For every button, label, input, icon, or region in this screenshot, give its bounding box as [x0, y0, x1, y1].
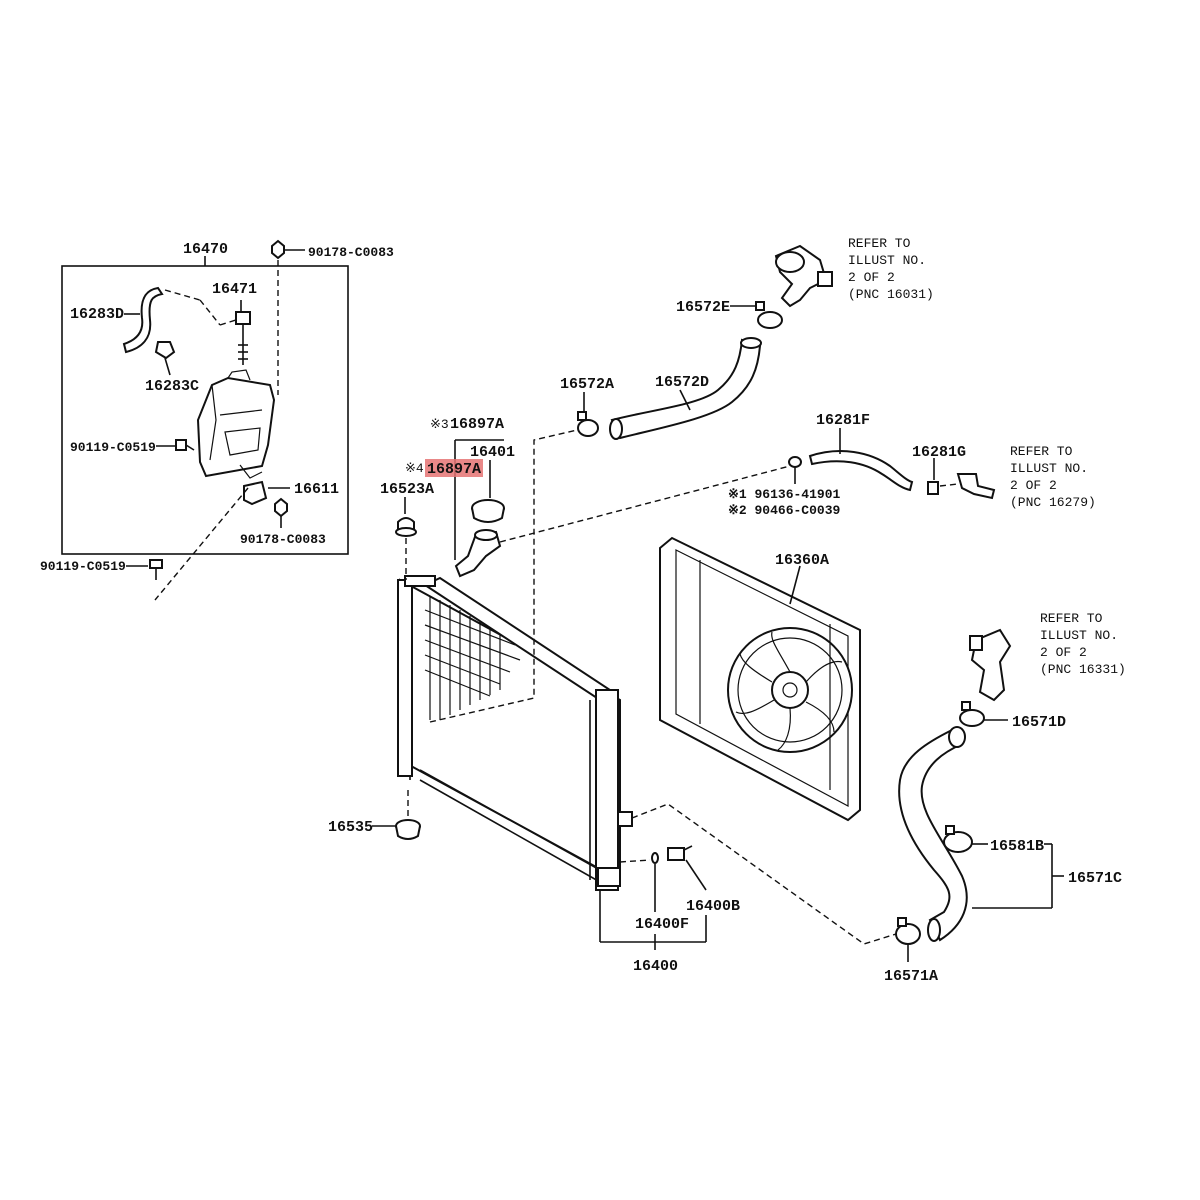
bolt-90119-outside [149, 559, 163, 580]
label-16571D: 16571D [1012, 714, 1066, 731]
reservoir-cap-16471 [235, 311, 251, 365]
mount-16535 [395, 819, 421, 840]
fan-shroud-16360A [659, 536, 861, 822]
radiator-cap-16401 [471, 499, 505, 523]
label-16581B: 16581B [990, 838, 1044, 855]
clamp-16571D [959, 701, 985, 727]
clip-16283C [154, 341, 176, 360]
bracket-16611 [243, 480, 268, 506]
ref-top-l2: ILLUST NO. [848, 253, 926, 268]
mount-16523A [395, 517, 417, 537]
label-16897A-3: 16897A [450, 416, 504, 433]
label-90119-outside: 90119-C0519 [40, 559, 126, 574]
clamp-16572A [577, 411, 599, 437]
label-16281G: 16281G [912, 444, 966, 461]
label-16535: 16535 [328, 819, 373, 836]
label-16897A-4: 16897A [427, 461, 481, 478]
ref-top-l3: 2 OF 2 [848, 270, 895, 285]
ref-right-l1: REFER TO [1040, 611, 1103, 626]
engine-outlet-fitting-right [969, 628, 1012, 702]
throttle-fitting [956, 473, 996, 500]
label-16571A: 16571A [884, 968, 938, 985]
label-90119-inside: 90119-C0519 [70, 440, 156, 455]
label-16283D: 16283D [70, 306, 124, 323]
clip-16281-left [788, 456, 802, 468]
ref-mid-l3: 2 OF 2 [1010, 478, 1057, 493]
small-hose-16281F-drawing [808, 450, 914, 492]
note-mark1: ※1 96136-41901 [728, 487, 841, 502]
label-16471: 16471 [212, 281, 257, 298]
note-mark2: ※2 90466-C0039 [728, 503, 841, 518]
clamp-16572E [755, 301, 783, 329]
o-ring-16400F [651, 852, 659, 864]
reservoir-tank-drawing [196, 369, 276, 479]
ref-mid-l4: (PNC 16279) [1010, 495, 1096, 510]
ref-right-l2: ILLUST NO. [1040, 628, 1118, 643]
label-16281F: 16281F [816, 412, 870, 429]
clamp-16581B [943, 825, 973, 853]
label-16571C: 16571C [1068, 870, 1122, 887]
engine-outlet-fitting-top [774, 244, 833, 308]
drain-plug-16400B [667, 845, 693, 861]
bolt-90119-inside [175, 439, 195, 451]
label-16401: 16401 [470, 444, 515, 461]
label-16283C: 16283C [145, 378, 199, 395]
radiator-drawing [397, 575, 633, 891]
label-16523A: 16523A [380, 481, 434, 498]
mark-4: ※4 [405, 461, 424, 476]
ref-right-l4: (PNC 16331) [1040, 662, 1126, 677]
label-16400: 16400 [633, 958, 678, 975]
nut-90178-bottom [274, 497, 288, 518]
ref-mid-l2: ILLUST NO. [1010, 461, 1088, 476]
label-16611: 16611 [294, 481, 339, 498]
label-16400B: 16400B [686, 898, 740, 915]
clip-16281G [927, 481, 939, 495]
label-16360A: 16360A [775, 552, 829, 569]
label-16572D: 16572D [655, 374, 709, 391]
label-16400F: 16400F [635, 916, 689, 933]
ref-right-l3: 2 OF 2 [1040, 645, 1087, 660]
label-16470: 16470 [183, 241, 228, 258]
mark-3: ※3 [430, 417, 449, 432]
hose-16283D-drawing [122, 286, 164, 354]
nut-90178-top [271, 239, 305, 260]
label-90178-bottom: 90178-C0083 [240, 532, 326, 547]
filler-neck-16897A [454, 529, 502, 578]
ref-top-l1: REFER TO [848, 236, 911, 251]
label-16572E: 16572E [676, 299, 730, 316]
clamp-16571A [895, 917, 921, 945]
ref-top-l4: (PNC 16031) [848, 287, 934, 302]
lower-hose-16571C-drawing [898, 728, 968, 942]
ref-mid-l1: REFER TO [1010, 444, 1073, 459]
label-90178-top: 90178-C0083 [308, 245, 394, 260]
highlight-16897A [425, 459, 483, 477]
label-16572A: 16572A [560, 376, 614, 393]
